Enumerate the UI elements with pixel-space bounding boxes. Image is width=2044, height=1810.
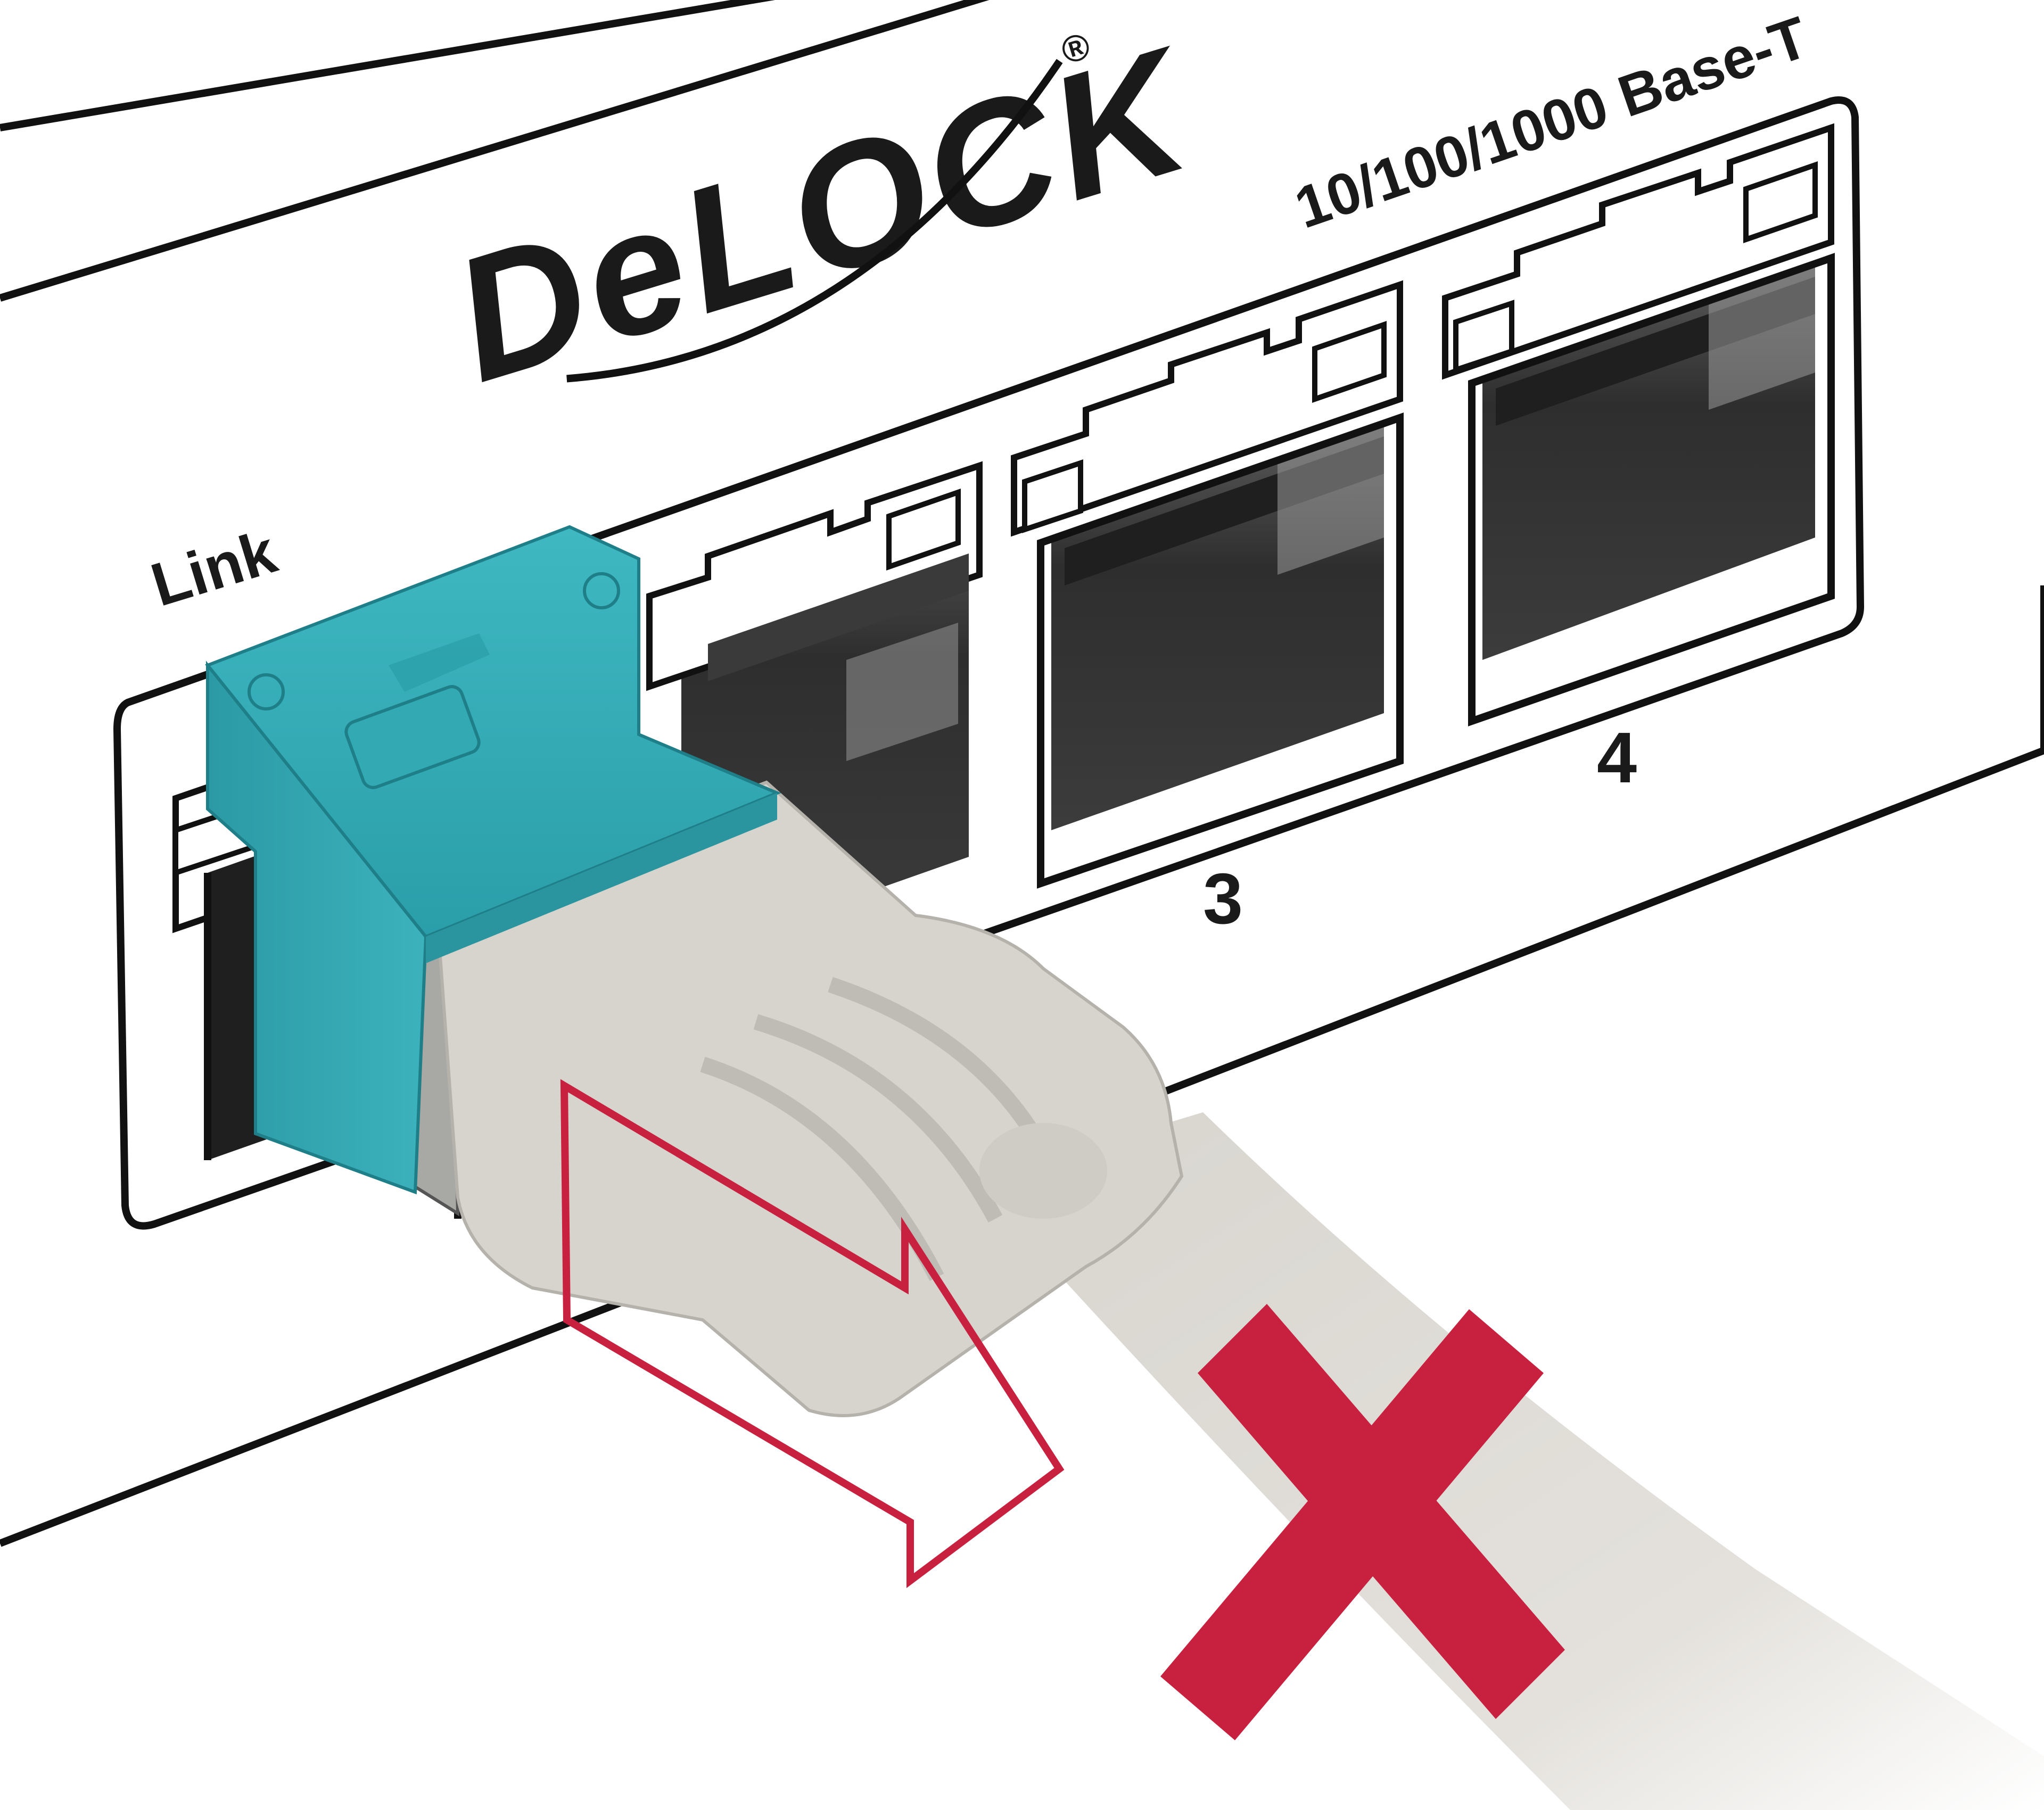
port-lock-clip[interactable] (205, 525, 781, 1195)
port-number-3: 3 (1203, 858, 1243, 939)
ethernet-port-2[interactable] (646, 178, 983, 958)
ethernet-port-3[interactable] (1011, 280, 1404, 889)
port-number-4: 4 (1597, 717, 1637, 798)
ethernet-cable (974, 1112, 2044, 1810)
red-x-icon (1160, 1304, 1565, 1740)
pull-arrow-icon (560, 1079, 1065, 1588)
ethernet-port-4[interactable] (1442, 123, 1835, 726)
